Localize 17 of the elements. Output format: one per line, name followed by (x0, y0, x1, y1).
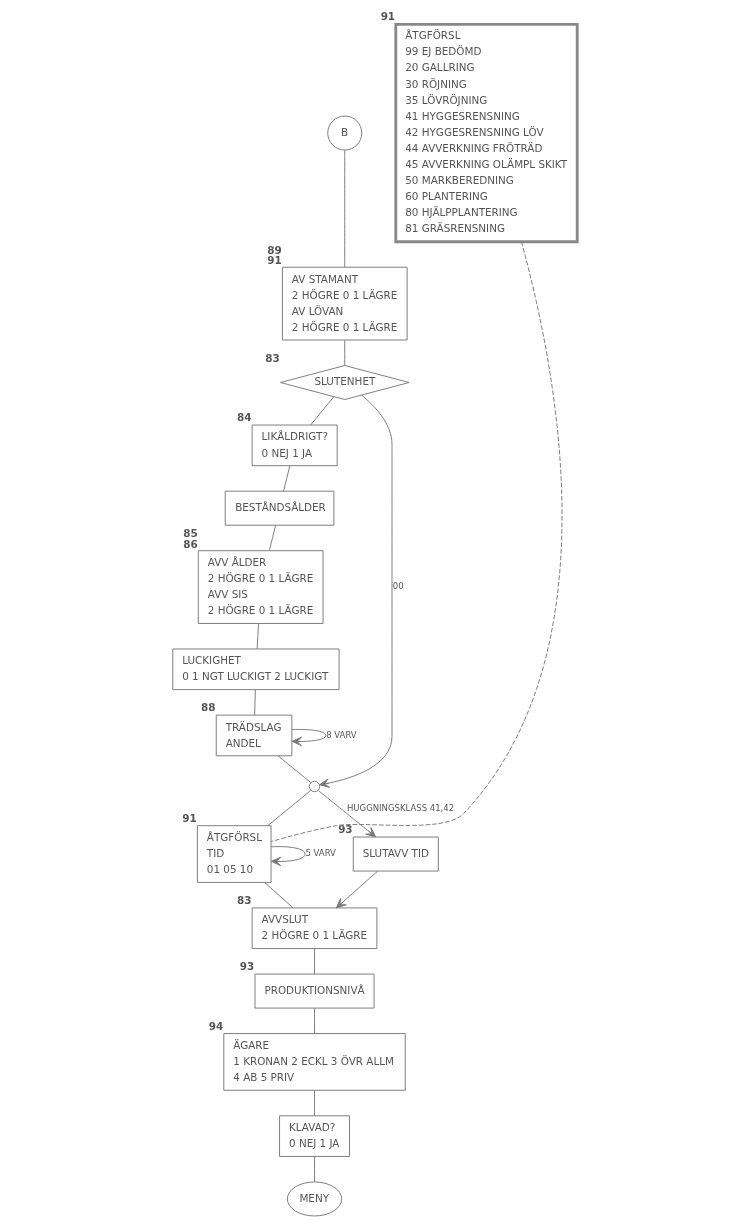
edge-label: 5 VARV (304, 848, 336, 859)
node-label: 83 (264, 351, 280, 364)
node-label: 91 (380, 10, 395, 23)
node-label: 93 (239, 960, 254, 973)
node-label: 83 (236, 893, 251, 906)
node-label: 89 (266, 243, 282, 256)
node-label: 88 (200, 701, 216, 714)
node-label: 93 (337, 823, 353, 836)
edge-label: HUGGNINGSKLASS 41,42 (346, 802, 454, 813)
node-label: 84 (236, 411, 251, 424)
node-label: 85 (182, 527, 198, 540)
node-label: 86 (182, 537, 198, 550)
edge-label: 8 VARV (325, 729, 357, 740)
node-label: 91 (266, 254, 282, 267)
node-label: 91 (181, 811, 197, 824)
node-label: 94 (208, 1019, 223, 1032)
edge-label: 00 (392, 581, 404, 592)
